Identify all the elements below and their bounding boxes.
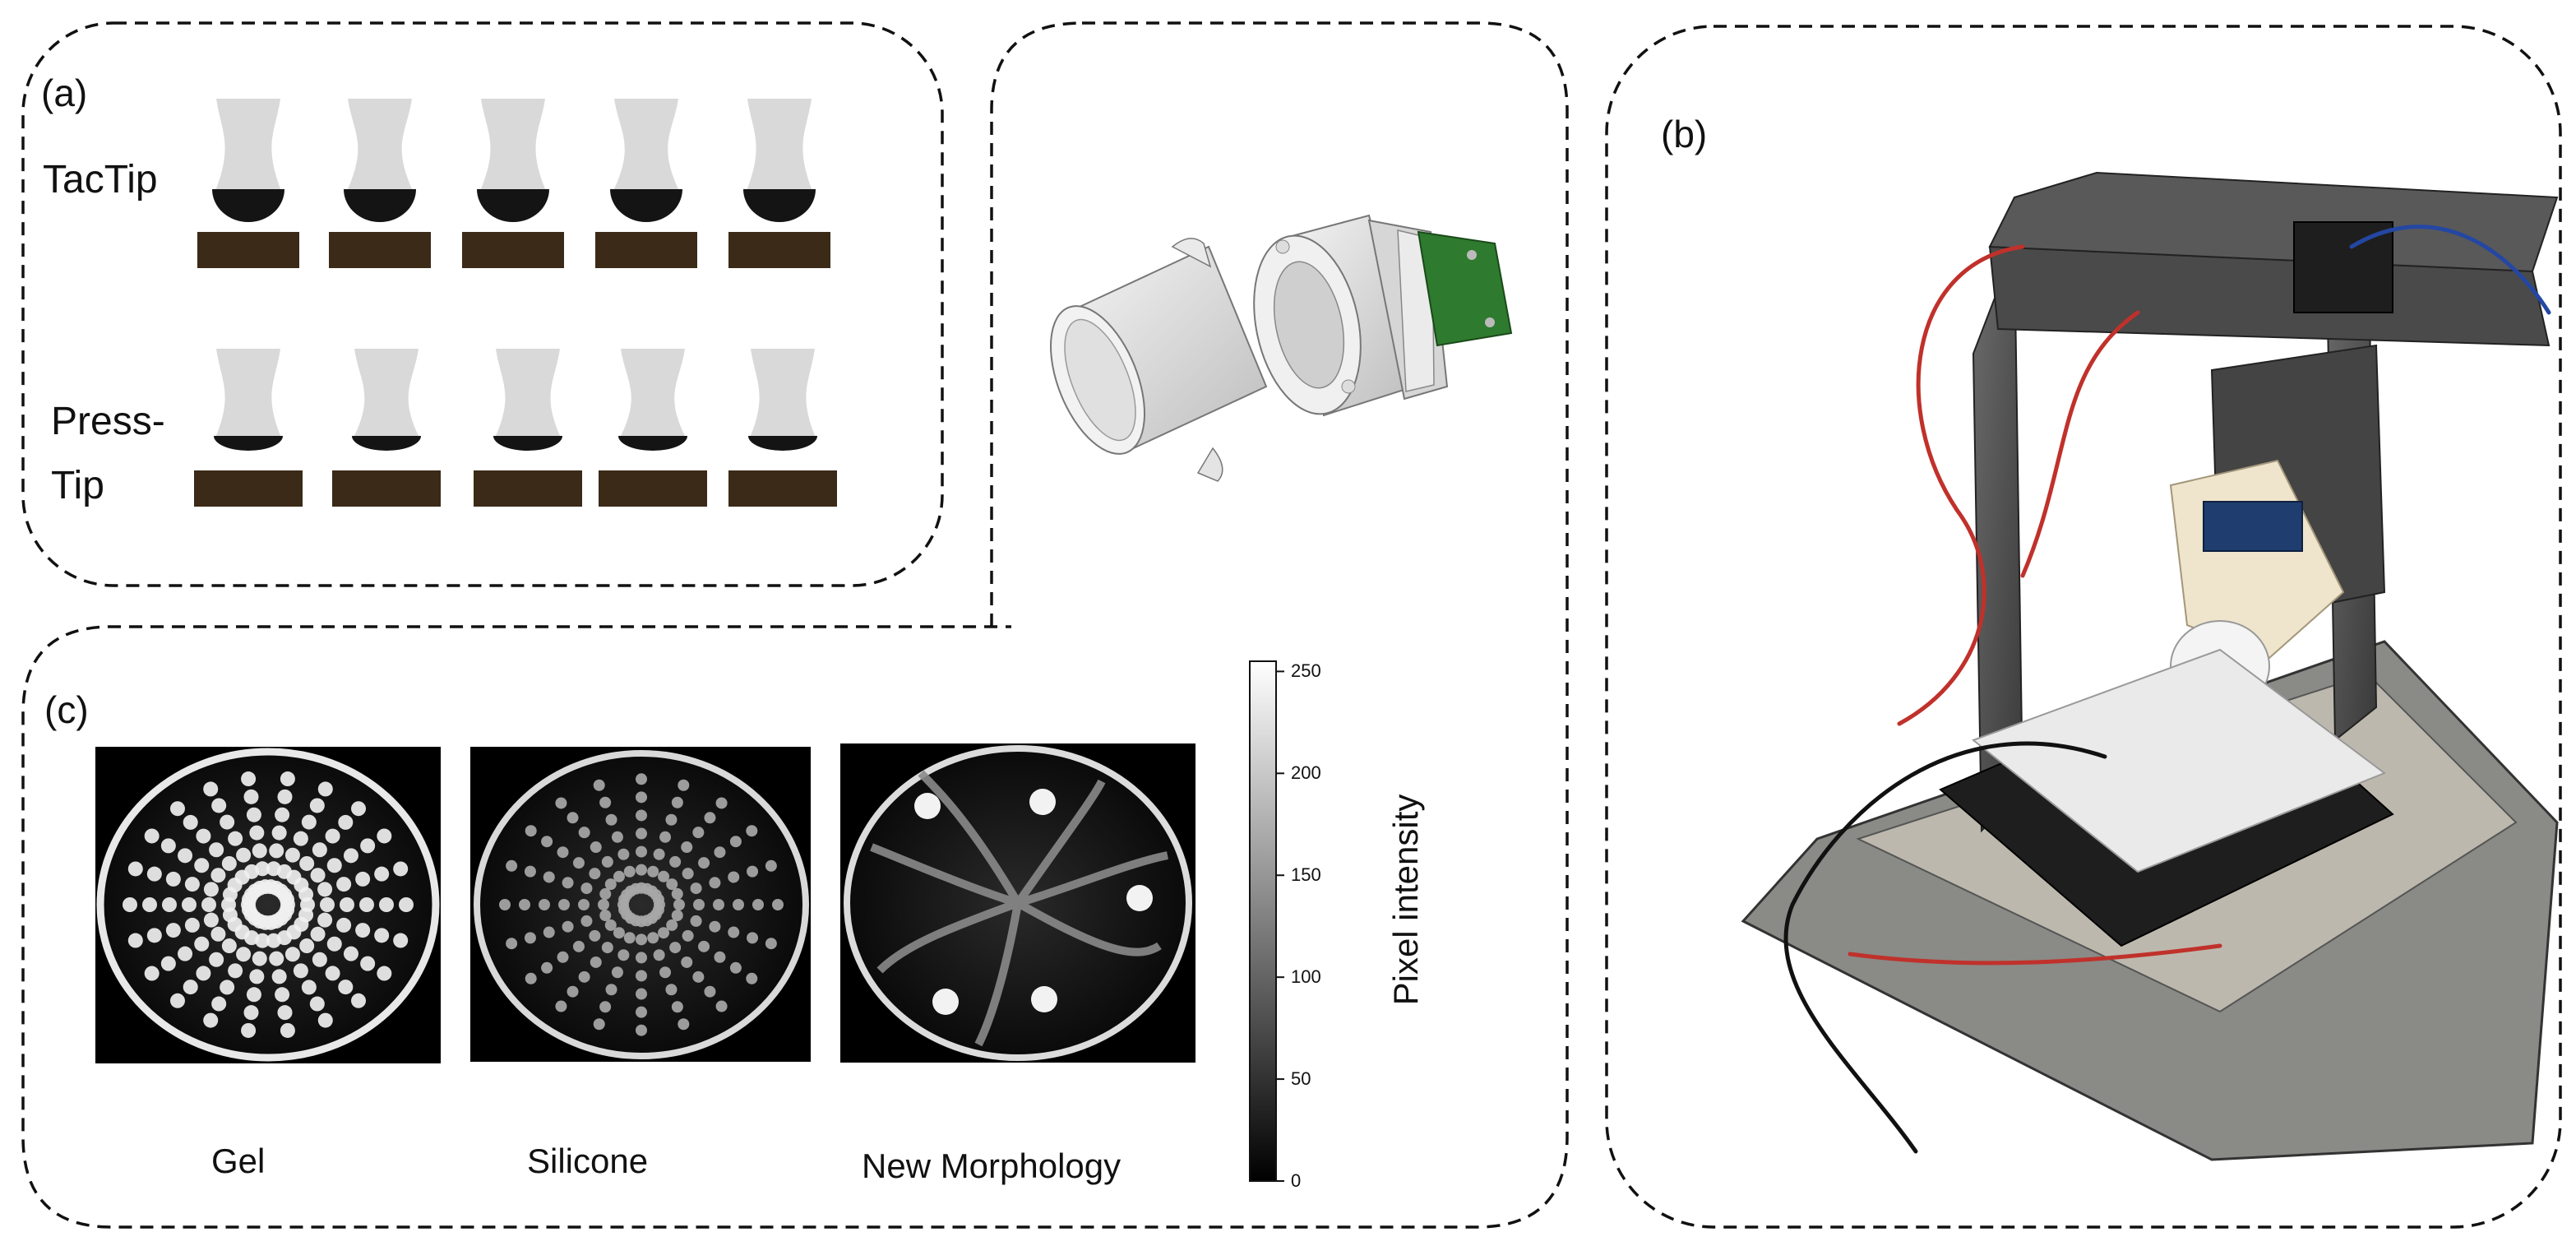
colorbar-tick-label: 50	[1291, 1068, 1311, 1090]
cnc-rig-photo	[1741, 171, 2559, 1161]
tactip-label: TacTip	[43, 158, 158, 201]
tip-schematic	[212, 99, 284, 222]
platform	[329, 232, 431, 268]
panel-c-border	[21, 21, 1569, 1229]
tactile-image-silicone	[470, 747, 811, 1062]
platform	[194, 470, 303, 507]
mount-ring-part	[1253, 214, 1416, 417]
panel-a-letter: (a)	[41, 72, 88, 114]
caption-new-morphology: New Morphology	[862, 1146, 1122, 1185]
platform	[728, 232, 830, 268]
tip-schematic	[493, 349, 562, 451]
presstip-label: Press- Tip	[51, 400, 165, 507]
colorbar-tick-label: 150	[1291, 864, 1321, 886]
platform	[332, 470, 441, 507]
tip-schematic	[477, 99, 549, 222]
platform	[595, 232, 697, 268]
camera-pcb-part	[1417, 230, 1513, 347]
tactile-image-gel	[95, 747, 441, 1063]
tactile-image-new-morphology	[840, 743, 1196, 1063]
colorbar-tick-label: 250	[1291, 660, 1321, 682]
tip-cylinder-part	[1050, 238, 1268, 482]
tip-schematic	[352, 349, 421, 451]
exploded-sensor-assembly	[1050, 214, 1513, 482]
platform	[474, 470, 582, 507]
colorbar-gradient	[1249, 660, 1277, 1182]
colorbar-tick-label: 200	[1291, 762, 1321, 784]
caption-gel: Gel	[211, 1142, 266, 1180]
colorbar-tick-label: 100	[1291, 966, 1321, 988]
tip-schematic	[214, 349, 283, 451]
panel-c-letter: (c)	[44, 688, 89, 731]
panel-a-border	[21, 21, 944, 587]
presstip-row	[194, 349, 837, 507]
platform	[599, 470, 707, 507]
tip-schematic	[743, 99, 816, 222]
tip-schematic	[618, 349, 687, 451]
caption-silicone: Silicone	[527, 1142, 649, 1180]
tip-schematic	[344, 99, 416, 222]
panel-borders	[21, 21, 2562, 1229]
platform	[462, 232, 564, 268]
panel-b-letter: (b)	[1661, 113, 1708, 155]
platform	[728, 470, 837, 507]
tip-schematic	[748, 349, 817, 451]
colorbar-title: Pixel intensity	[1386, 794, 1425, 1006]
panel-b-border	[1605, 25, 2562, 1229]
colorbar-tick-label: 0	[1291, 1170, 1302, 1191]
colorbar-ticks	[1276, 670, 1284, 1182]
platform	[197, 232, 299, 268]
tactip-row	[197, 99, 830, 268]
colorbar	[1249, 660, 1284, 1182]
tip-schematic	[610, 99, 682, 222]
